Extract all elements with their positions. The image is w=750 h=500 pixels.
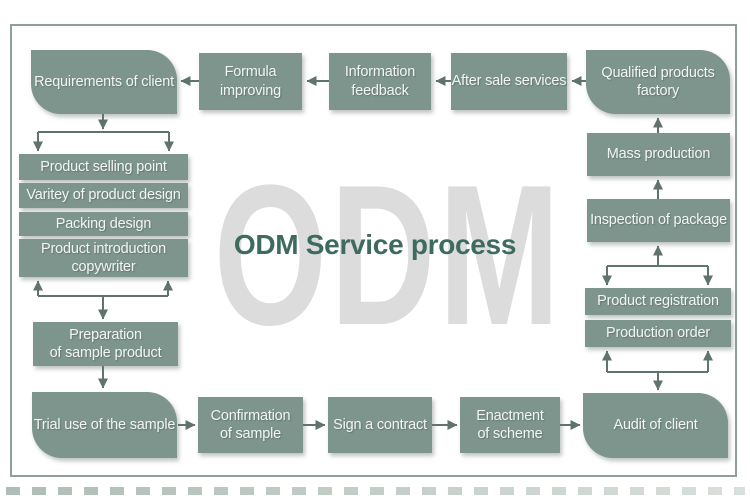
node-trial-use-of-the-sample: Trial use of the sample xyxy=(32,392,177,458)
node-variety-of-product-design: Varitey of product design xyxy=(19,183,188,208)
node-packing-design: Packing design xyxy=(19,212,188,236)
node-after-sale-services: After sale services xyxy=(451,53,567,110)
node-sign-a-contract: Sign a contract xyxy=(328,397,432,453)
node-inspection-of-package: Inspection of package xyxy=(587,199,730,242)
bottom-dashed-line xyxy=(6,487,745,495)
node-enactment-of-scheme: Enactment of scheme xyxy=(460,397,560,453)
node-audit-of-client: Audit of client xyxy=(583,393,728,458)
node-qualified-products-factory: Qualified products factory xyxy=(586,50,730,114)
diagram-border xyxy=(10,24,737,477)
node-requirements-of-client: Requirements of client xyxy=(31,50,177,114)
node-formula-improving: Formula improving xyxy=(199,53,302,110)
node-mass-production: Mass production xyxy=(587,133,730,176)
node-product-registration: Product registration xyxy=(585,288,731,315)
node-preparation-of-sample-product: Preparation of sample product xyxy=(33,322,178,366)
node-confirmation-of-sample: Confirmation of sample xyxy=(198,397,303,453)
node-information-feedback: Information feedback xyxy=(329,53,431,110)
node-product-selling-point: Product selling point xyxy=(19,154,188,180)
node-product-introduction-copywriter: Product introduction copywriter xyxy=(19,239,188,277)
node-production-order: Production order xyxy=(585,320,731,347)
diagram-title: ODM Service process xyxy=(233,229,517,260)
watermark-text: ODM xyxy=(213,144,563,367)
